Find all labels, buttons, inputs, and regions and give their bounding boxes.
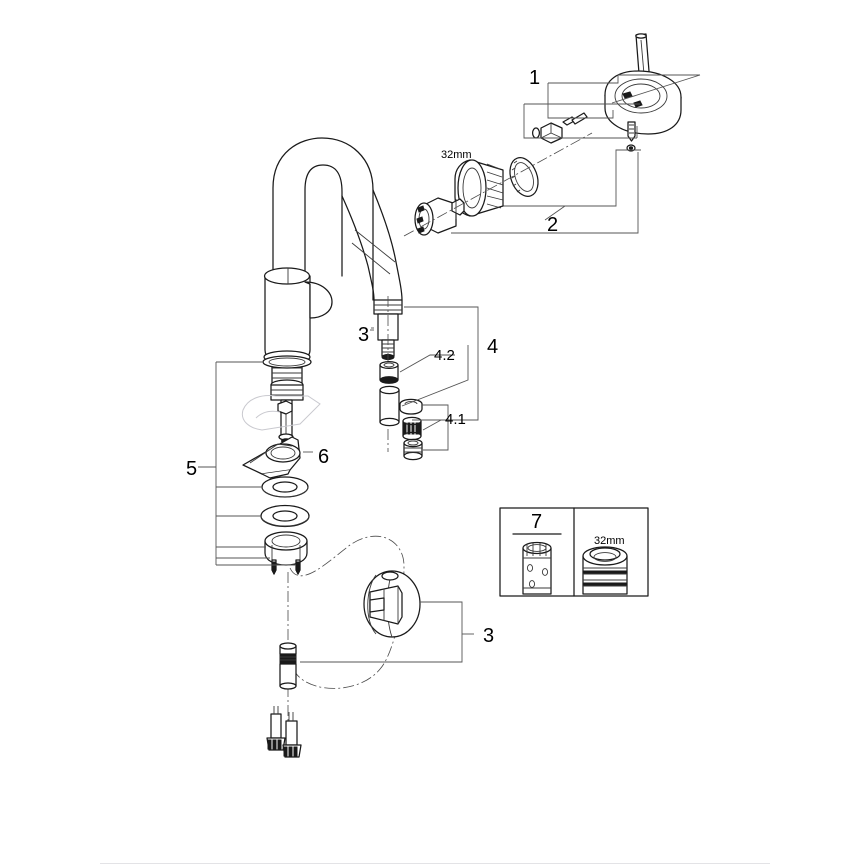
cartridge-axis: [403, 132, 593, 237]
part-coupling-washer-4-1: [399, 398, 423, 415]
ghost-mounting-outline: [241, 395, 321, 431]
callout-frame-1: [523, 74, 701, 139]
dimension-label-32mm-inset: 32mm: [594, 535, 625, 547]
part-seal-ring-4-2: [379, 360, 399, 384]
callout-frame-4: [370, 306, 479, 451]
part-hose-coupling-lower: [279, 642, 297, 690]
part-handle-set-screw: [626, 144, 636, 152]
inset-part-filter-sleeve-7: [522, 541, 552, 595]
callout-3-upper: 3: [358, 324, 370, 346]
callout-5: 5: [186, 458, 198, 480]
part-mount-bracket-6: [242, 436, 301, 479]
part-coupling-collet-4-1: [402, 416, 422, 441]
part-lever-handle: [604, 33, 682, 135]
callout-1: 1: [529, 67, 541, 89]
part-cartridge-32mm: [454, 159, 504, 217]
part-small-screw: [562, 112, 588, 126]
part-coupling-nut-4-1: [403, 438, 423, 461]
part-hose-end-fittings: [266, 706, 302, 758]
part-cartridge-retaining-ring: [509, 157, 539, 197]
part-connector-sleeve: [379, 385, 400, 427]
part-spray-hose-upper: [341, 189, 403, 361]
callout-6: 6: [318, 446, 330, 468]
part-mount-washer-rubber: [261, 476, 309, 498]
inset-part-cartridge-32mm: [582, 546, 628, 595]
callout-2: 2: [547, 214, 559, 236]
part-cartridge-base: [414, 197, 465, 236]
part-handle-cap: [531, 122, 563, 144]
callout-frame-3-lower: [300, 601, 474, 663]
callout-4: 4: [487, 336, 499, 358]
part-hose-weight-3: [363, 570, 421, 638]
callout-3-lower: 3: [483, 625, 495, 647]
callout-4-2: 4.2: [434, 347, 455, 364]
callout-frame-2: [451, 149, 641, 234]
callout-4-1: 4.1: [445, 411, 466, 428]
callout-frame-5: [198, 361, 313, 566]
inset-label-7: 7: [531, 511, 543, 533]
part-mount-clamp-plate: [264, 531, 308, 566]
footer-divider: [100, 863, 770, 864]
dimension-label-32mm-main: 32mm: [441, 149, 472, 161]
part-oring-upper: [262, 355, 312, 369]
part-spout-body: [263, 137, 374, 444]
part-mount-washer-metal: [260, 504, 310, 528]
part-handle-grub-screw: [627, 121, 636, 142]
